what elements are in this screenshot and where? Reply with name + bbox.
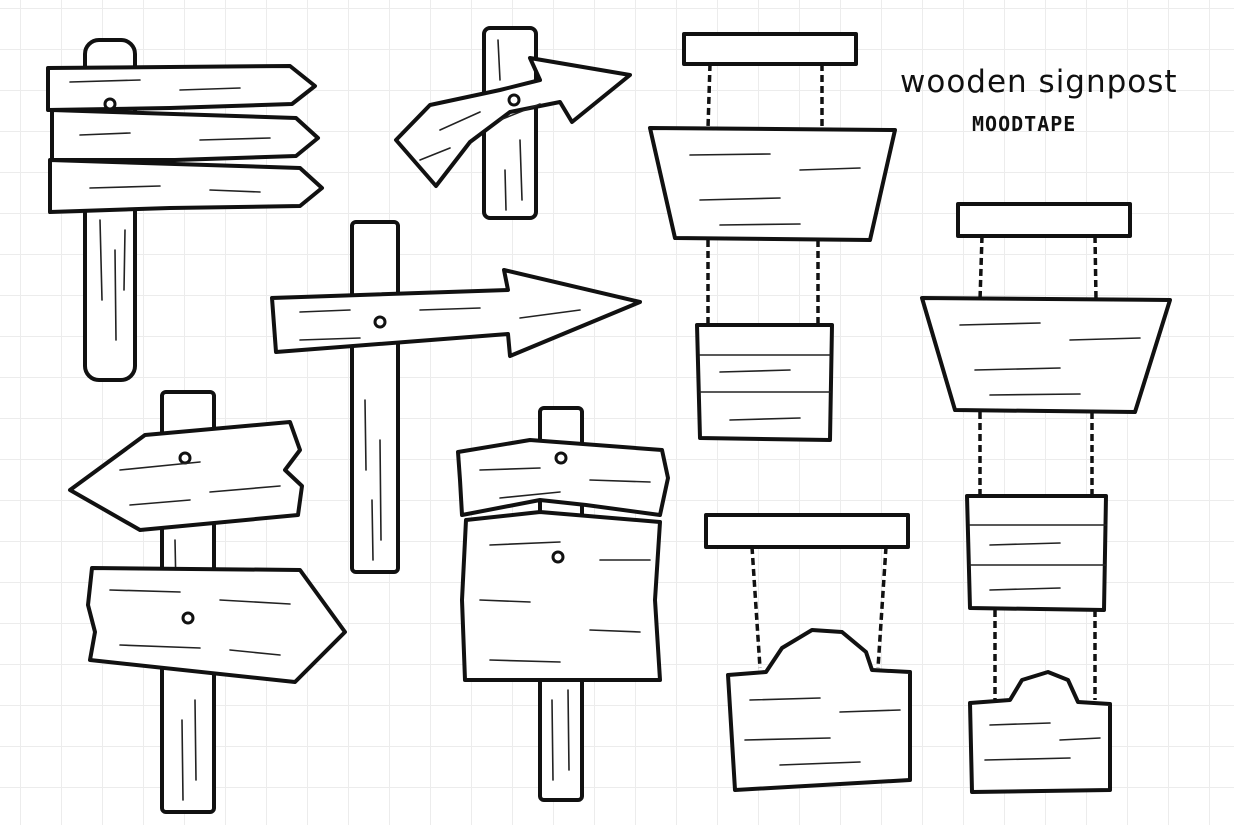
signpost-two-square-boards (456, 406, 670, 802)
signpost-curved-arrow (394, 26, 632, 220)
brand: MOODTAPE (972, 112, 1077, 136)
hanging-sign-trapezoid-two-tier (648, 32, 897, 442)
signpost-triple-right-arrows (46, 38, 324, 382)
signpost-left-right-boards (68, 390, 347, 814)
hanging-sign-arched (704, 513, 912, 792)
hanging-sign-three-tier (920, 202, 1172, 794)
signpost-long-right-arrow (270, 220, 642, 574)
title: wooden signpost (900, 64, 1178, 100)
